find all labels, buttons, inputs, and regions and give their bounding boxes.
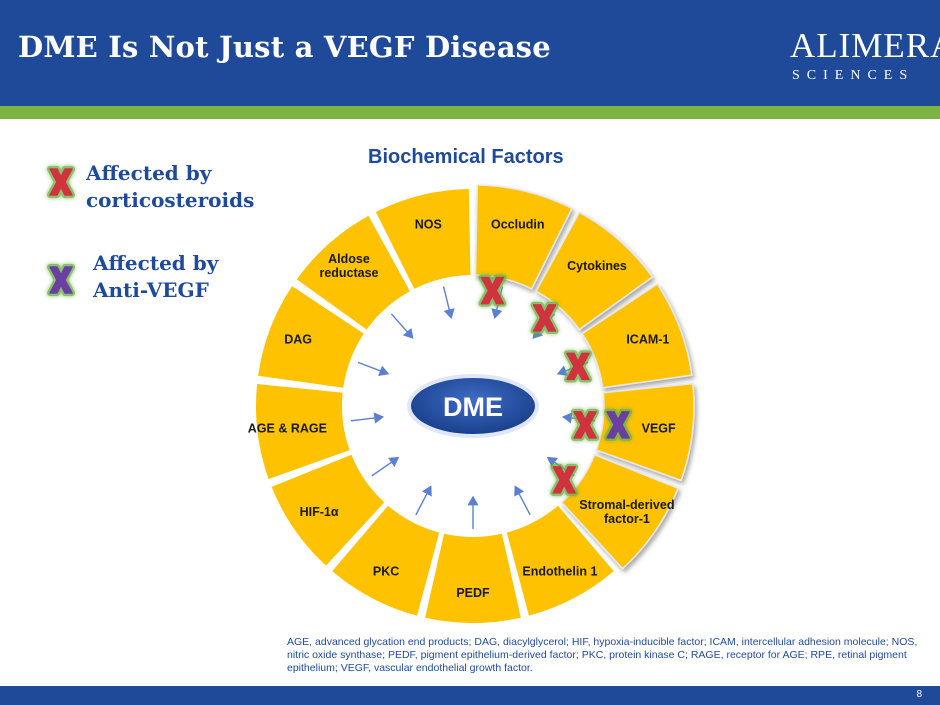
segment-endothelin-1 bbox=[506, 505, 614, 616]
segment-pedf bbox=[425, 533, 521, 623]
header-bar: DME Is Not Just a VEGF Disease ALIMERA S… bbox=[0, 0, 940, 106]
segment-label-occludin: Occludin bbox=[491, 217, 544, 231]
arrow-age-rage bbox=[350, 412, 385, 424]
corticosteroid-x-icon-vegf bbox=[571, 408, 600, 441]
legend-corticosteroids-line1: Affected by bbox=[86, 161, 212, 185]
legend-antivegf-line2: Anti-VEGF bbox=[93, 278, 209, 302]
segment-stromal-derived-factor-1 bbox=[560, 453, 680, 570]
footer-bar: 8 bbox=[0, 686, 940, 705]
legend-corticosteroid-x-icon bbox=[47, 166, 75, 198]
legend-antivegf-line1: Affected by bbox=[93, 251, 219, 275]
segment-label-vegf: VEGF bbox=[642, 422, 676, 436]
segment-label-dag: DAG bbox=[284, 333, 312, 347]
corticosteroid-x-icon-occludin bbox=[478, 274, 507, 307]
segment-label-hif-1: HIF-1α bbox=[300, 505, 339, 519]
dme-center-label: DME bbox=[443, 392, 503, 422]
page-title: DME Is Not Just a VEGF Disease bbox=[18, 30, 551, 64]
legend-corticosteroids-line2: corticosteroids bbox=[86, 188, 255, 212]
corticosteroid-x-icon-cytokines bbox=[530, 301, 559, 334]
segment-label-cytokines: Cytokines bbox=[567, 259, 627, 273]
segment-label-icam-1: ICAM-1 bbox=[626, 333, 669, 347]
page-number: 8 bbox=[916, 689, 922, 700]
logo-subtext: SCIENCES bbox=[792, 68, 915, 83]
segment-age-rage bbox=[256, 383, 350, 480]
segment-icam-1 bbox=[581, 282, 693, 389]
segment-hif-1 bbox=[271, 454, 385, 566]
dme-center-ellipse bbox=[407, 374, 539, 438]
accent-bar bbox=[0, 106, 940, 119]
diagram-title: Biochemical Factors bbox=[368, 146, 564, 168]
segment-label-pedf: PEDF bbox=[456, 586, 490, 600]
arrow-dag bbox=[357, 361, 390, 376]
segment-label-nos: NOS bbox=[415, 217, 442, 231]
segment-dag bbox=[258, 286, 364, 388]
segment-label-age-rage: AGE & RAGE bbox=[248, 422, 327, 436]
arrow-endothelin-1 bbox=[514, 485, 531, 516]
arrow-nos bbox=[442, 286, 455, 320]
arrow-hif-1 bbox=[371, 456, 400, 477]
abbreviations-footnote: AGE, advanced glycation end products; DA… bbox=[287, 636, 918, 674]
segment-vegf bbox=[595, 382, 695, 482]
segment-pkc bbox=[332, 505, 440, 616]
legend-antivegf-x-icon bbox=[47, 264, 75, 296]
corticosteroid-x-icon-icam-1 bbox=[564, 350, 593, 383]
antivegf-x-icon-vegf bbox=[604, 408, 633, 441]
corticosteroid-x-icon-stromal-derived-factor-1 bbox=[550, 463, 579, 496]
logo-wordmark: ALIMERA bbox=[790, 26, 940, 65]
segment-label-endothelin-1: Endothelin 1 bbox=[522, 565, 597, 579]
arrow-aldose-reductase bbox=[390, 313, 414, 339]
segment-nos bbox=[375, 189, 471, 289]
legend-antivegf: Affected by Anti-VEGF bbox=[93, 250, 218, 304]
arrow-pkc bbox=[415, 485, 432, 516]
legend-corticosteroids: Affected by corticosteroids bbox=[86, 160, 254, 214]
segment-label-pkc: PKC bbox=[373, 565, 399, 579]
company-logo: ALIMERA SCIENCES bbox=[780, 28, 940, 90]
segment-aldose-reductase bbox=[296, 215, 410, 330]
